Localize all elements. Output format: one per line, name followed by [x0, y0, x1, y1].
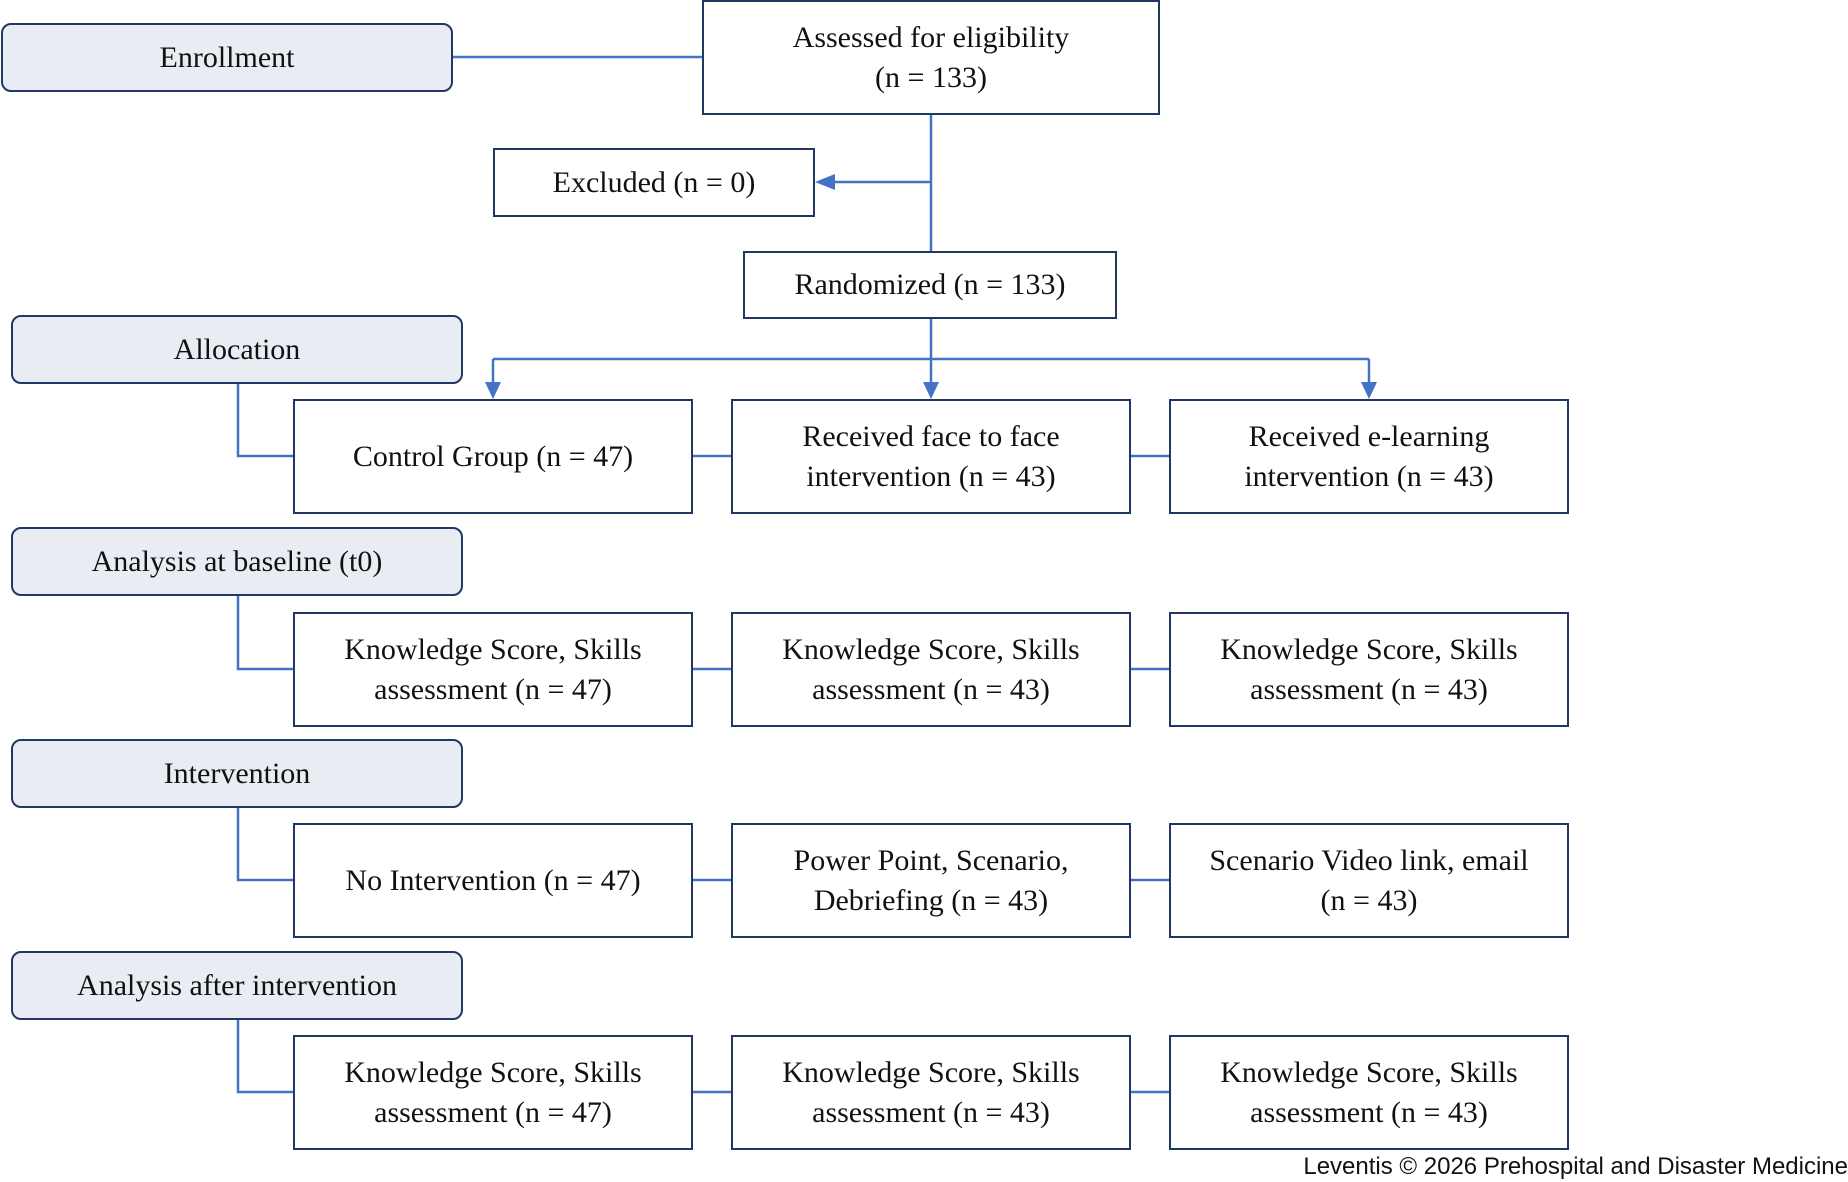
allocation-control-box: Control Group (n = 47): [293, 399, 693, 514]
after-control-count: assessment (n = 47): [374, 1095, 612, 1129]
intervention-face-label: Power Point, Scenario,: [793, 843, 1069, 877]
intervention-elearn-box: Scenario Video link, email (n = 43): [1169, 823, 1569, 938]
allocation-elearn-count: intervention (n = 43): [1244, 459, 1494, 493]
assessed-label: Assessed for eligibility: [792, 20, 1070, 54]
baseline-stage-line: [236, 596, 293, 671]
stage-after-label: Analysis after intervention: [77, 968, 397, 1002]
stage-intervention-label: Intervention: [163, 756, 311, 790]
assessed-box: Assessed for eligibility (n = 133): [702, 0, 1160, 115]
after-elearn-box: Knowledge Score, Skills assessment (n = …: [1169, 1035, 1569, 1150]
stage-enrollment-label: Enrollment: [159, 40, 295, 74]
assessed-count: (n = 133): [875, 60, 987, 94]
after-control-box: Knowledge Score, Skills assessment (n = …: [293, 1035, 693, 1150]
randomized-box: Randomized (n = 133): [743, 251, 1117, 319]
excluded-arrowhead: [815, 174, 835, 190]
allocation-elearn-label: Received e-learning: [1248, 419, 1490, 453]
after-face-count: assessment (n = 43): [812, 1095, 1050, 1129]
baseline-elearn-count: assessment (n = 43): [1250, 672, 1488, 706]
stage-allocation-label: Allocation: [173, 332, 301, 366]
intervention-elearn-count: (n = 43): [1320, 883, 1418, 917]
stage-baseline-label: Analysis at baseline (t0): [91, 544, 383, 578]
intervention-face-count: Debriefing (n = 43): [813, 883, 1049, 917]
after-elearn-label: Knowledge Score, Skills: [1220, 1055, 1518, 1089]
stage-enrollment: Enrollment: [1, 23, 453, 92]
baseline-control-label: Knowledge Score, Skills: [344, 632, 642, 666]
baseline-control-box: Knowledge Score, Skills assessment (n = …: [293, 612, 693, 727]
elearn-arrowhead: [1361, 382, 1377, 399]
excluded-box: Excluded (n = 0): [493, 148, 815, 217]
allocation-face-label: Received face to face: [802, 419, 1060, 453]
control-arrowhead: [485, 382, 501, 399]
intervention-control-label: No Intervention (n = 47): [345, 863, 641, 897]
after-face-box: Knowledge Score, Skills assessment (n = …: [731, 1035, 1131, 1150]
intervention-control-box: No Intervention (n = 47): [293, 823, 693, 938]
baseline-face-count: assessment (n = 43): [812, 672, 1050, 706]
baseline-control-count: assessment (n = 47): [374, 672, 612, 706]
allocation-elearn-box: Received e-learning intervention (n = 43…: [1169, 399, 1569, 514]
intervention-elearn-label: Scenario Video link, email: [1209, 843, 1529, 877]
excluded-label: Excluded (n = 0): [552, 165, 756, 199]
allocation-face-box: Received face to face intervention (n = …: [731, 399, 1131, 514]
stage-intervention: Intervention: [11, 739, 463, 808]
intervention-stage-line: [236, 808, 293, 882]
stage-allocation: Allocation: [11, 315, 463, 384]
stage-baseline: Analysis at baseline (t0): [11, 527, 463, 596]
baseline-face-label: Knowledge Score, Skills: [782, 632, 1080, 666]
baseline-elearn-box: Knowledge Score, Skills assessment (n = …: [1169, 612, 1569, 727]
copyright-credit: Leventis © 2026 Prehospital and Disaster…: [1303, 1153, 1848, 1180]
intervention-face-box: Power Point, Scenario, Debriefing (n = 4…: [731, 823, 1131, 938]
baseline-elearn-label: Knowledge Score, Skills: [1220, 632, 1518, 666]
allocation-stage-line: [236, 384, 293, 458]
after-face-label: Knowledge Score, Skills: [782, 1055, 1080, 1089]
face-arrowhead: [923, 382, 939, 399]
stage-after-intervention: Analysis after intervention: [11, 951, 463, 1020]
after-elearn-count: assessment (n = 43): [1250, 1095, 1488, 1129]
allocation-face-count: intervention (n = 43): [806, 459, 1056, 493]
after-control-label: Knowledge Score, Skills: [344, 1055, 642, 1089]
baseline-face-box: Knowledge Score, Skills assessment (n = …: [731, 612, 1131, 727]
allocation-control-label: Control Group (n = 47): [352, 439, 634, 473]
randomized-label: Randomized (n = 133): [794, 268, 1066, 301]
after-stage-line: [236, 1020, 293, 1094]
